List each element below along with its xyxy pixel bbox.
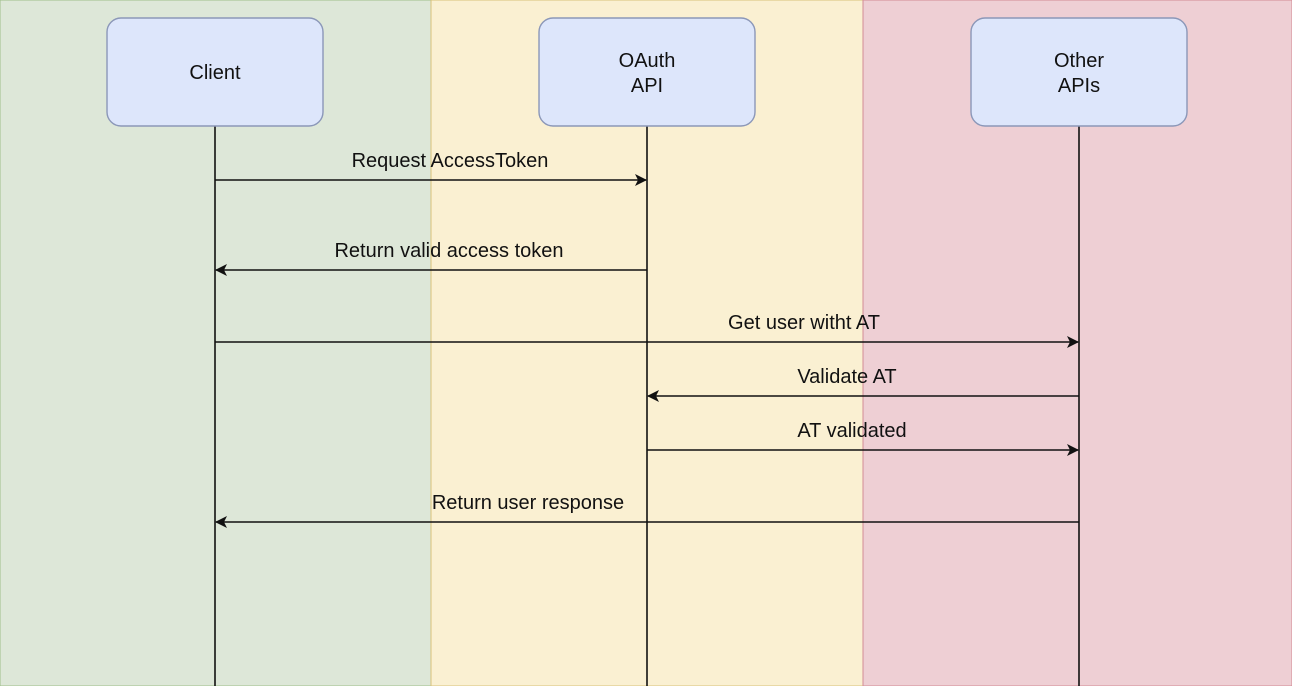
message-get-user: Get user witht AT bbox=[215, 312, 1079, 348]
message-label: Get user witht AT bbox=[728, 312, 880, 334]
actor-label-other-line2: APIs bbox=[1058, 75, 1100, 97]
actor-label-client: Client bbox=[189, 62, 241, 84]
actor-box-other[interactable] bbox=[970, 17, 1188, 127]
message-return-access-token: Return valid access token bbox=[215, 240, 647, 276]
message-label: Return valid access token bbox=[334, 240, 563, 262]
actor-box-oauth[interactable] bbox=[538, 17, 756, 127]
lifelines bbox=[214, 126, 1080, 686]
message-validate-at: Validate AT bbox=[647, 366, 1079, 402]
actor-label-other-line1: Other bbox=[1054, 50, 1104, 72]
message-label: Validate AT bbox=[797, 366, 896, 388]
actor-oauth[interactable]: OAuth API bbox=[538, 17, 756, 127]
message-label: AT validated bbox=[797, 420, 906, 442]
actor-label-oauth-line1: OAuth bbox=[619, 50, 676, 72]
message-return-user-response: Return user response bbox=[215, 492, 1079, 528]
actors: Client OAuth API Other APIs bbox=[106, 17, 1188, 127]
message-label: Return user response bbox=[432, 492, 624, 514]
message-label: Request AccessToken bbox=[352, 150, 549, 172]
actor-other[interactable]: Other APIs bbox=[970, 17, 1188, 127]
actor-label-oauth-line2: API bbox=[631, 75, 663, 97]
message-request-access-token: Request AccessToken bbox=[215, 150, 647, 186]
actor-client[interactable]: Client bbox=[106, 17, 324, 127]
message-at-validated: AT validated bbox=[647, 420, 1079, 456]
actor-box-client[interactable] bbox=[106, 17, 324, 127]
messages: Request AccessToken Return valid access … bbox=[215, 150, 1079, 528]
